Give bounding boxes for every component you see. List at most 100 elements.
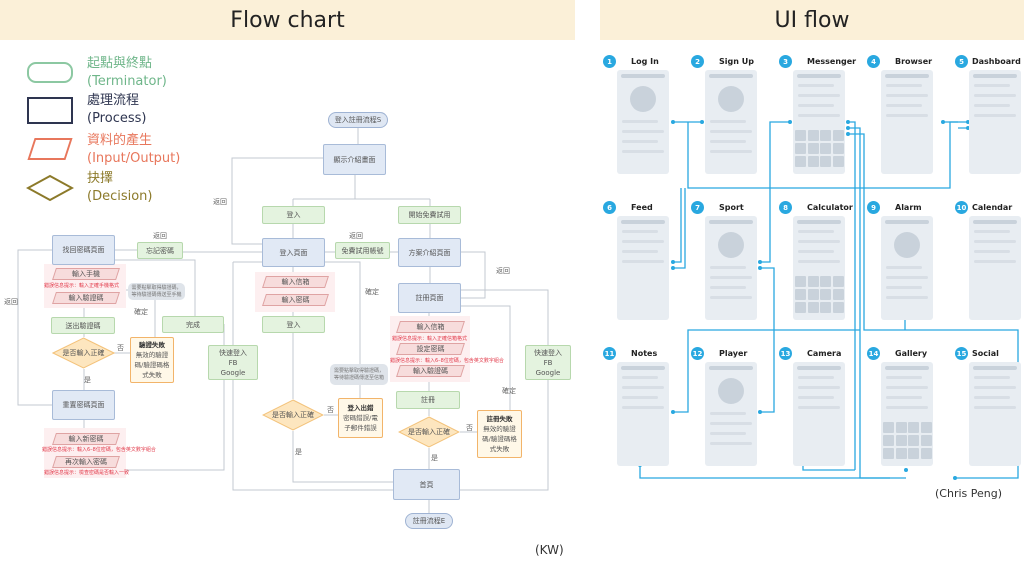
flow-node-text: 輸入驗證碼 [68, 294, 104, 302]
screen-number-badge: 3 [779, 55, 792, 68]
flow-node-in-email2: 輸入信箱 [396, 321, 465, 333]
screen-wireframe-alarm[interactable] [881, 216, 933, 320]
flow-node-send-code: 送出驗證碼 [51, 317, 115, 334]
flow-node-reset-page: 重置密碼頁面 [52, 390, 115, 420]
flow-node-err-setpw: 錯誤信息提示：輸入6–8位密碼，包含英文數字組合 [390, 358, 520, 364]
flow-node-text: 註冊流程E [412, 517, 446, 525]
flow-node-text: 需要點擊取得驗證碼， 等待驗證碼傳送至手機 [131, 284, 182, 298]
flow-node-in-phone: 輸入手機 [52, 268, 120, 280]
screen-number-badge: 6 [603, 201, 616, 214]
edge-label-back-forgot: 返回 [153, 232, 167, 240]
screen-number-badge: 10 [955, 201, 968, 214]
screen-wireframe-feed[interactable] [617, 216, 669, 320]
screen-label: Gallery [895, 349, 928, 358]
edge-label-back-plan: 返回 [496, 267, 510, 275]
flow-node-text: 找回密碼頁面 [62, 246, 105, 254]
screen-label: Social [972, 349, 999, 358]
screen-label: Log In [631, 57, 659, 66]
flow-node-text: 錯誤信息提示：輸入6–8位密碼，包含英文數字組合 [390, 358, 504, 364]
screen-wireframe-dashboard[interactable] [969, 70, 1021, 174]
flow-node-trial-account: 免費試用帳號 [335, 242, 390, 259]
flow-node-login-page: 登入頁面 [262, 238, 325, 267]
screen-number-badge: 4 [867, 55, 880, 68]
flow-node-text: 輸入新密碼 [68, 435, 104, 443]
screen-wireframe-browser[interactable] [881, 70, 933, 174]
screen-wireframe-messenger[interactable] [793, 70, 845, 174]
flow-node-text: 方案介紹頁面 [408, 248, 451, 257]
flow-node-text: 註冊頁面 [415, 294, 444, 302]
screen-number-badge: 1 [603, 55, 616, 68]
flow-node-dec2: 是否輸入正確 [262, 399, 324, 431]
screen-label: Calculator [807, 203, 853, 212]
screen-number-badge: 5 [955, 55, 968, 68]
flow-node-forgot-pw: 忘記密碼 [137, 242, 183, 259]
screen-wireframe-social[interactable] [969, 362, 1021, 466]
screen-wireframe-sport[interactable] [705, 216, 757, 320]
flow-node-in-code2: 輸入驗證碼 [396, 365, 465, 377]
legend-io-text: 資料的產生(Input/Output) [87, 133, 181, 166]
fail-detail: 密碼錯誤/電 子郵件錯誤 [343, 414, 378, 432]
screen-number-badge: 8 [779, 201, 792, 214]
flow-node-text: 輸入信箱 [416, 323, 445, 331]
screen-wireframe-notes[interactable] [617, 362, 669, 466]
flow-node-text: 忘記密碼 [146, 246, 174, 255]
edge-label-ok2: 確定 [365, 288, 379, 296]
flow-node-text: 註冊 [421, 396, 435, 404]
flow-node-text: 免費試用帳號 [341, 246, 384, 255]
screen-wireframe-camera[interactable] [793, 362, 845, 466]
edge-label-back-left: 返回 [4, 298, 18, 306]
flow-node-intro: 顯示介紹畫面 [323, 144, 386, 175]
flow-node-quick-right: 快速登入 FB Google [525, 345, 571, 380]
screen-wireframe-gallery[interactable] [881, 362, 933, 466]
flow-node-in-code1: 輸入驗證碼 [52, 292, 120, 304]
screen-wireframe-calculator[interactable] [793, 216, 845, 320]
edge-label-back-trial: 返回 [349, 232, 363, 240]
screen-wireframe-player[interactable] [705, 362, 757, 466]
flow-node-text: 錯誤信息提示：檢查密碼是否輸入一致 [44, 470, 130, 476]
screen-number-badge: 9 [867, 201, 880, 214]
flow-node-done: 完成 [162, 316, 224, 333]
legend-decision-text: 抉擇(Decision) [87, 171, 153, 204]
flow-node-text: 登入 [286, 211, 301, 219]
flow-node-text: 再次輸入密碼 [65, 458, 107, 466]
edge-label-ok3: 確定 [502, 387, 516, 395]
flow-node-start: 登入註冊流程S [328, 112, 388, 128]
flow-node-err-newpw: 錯誤信息提示：輸入6–8位密碼，包含英文數字組合 [42, 447, 172, 453]
flow-node-dec1: 是否輸入正確 [52, 337, 115, 369]
flowchart-title: Flow chart [230, 7, 345, 33]
edge-label-yes3: 是 [431, 454, 438, 462]
fail-detail: 無效的驗證 碼/驗證碼格 式失敗 [134, 351, 170, 379]
flow-node-text: 首頁 [419, 480, 434, 489]
flow-node-text: 快速登入 FB Google [219, 348, 247, 377]
flow-node-quick-left: 快速登入 FB Google [208, 345, 258, 380]
flow-node-text: 錯誤信息提示：輸入正確信箱格式 [392, 336, 468, 342]
flow-node-in-email1: 輸入信箱 [262, 276, 329, 288]
screen-wireframe-calendar[interactable] [969, 216, 1021, 320]
screen-number-badge: 15 [955, 347, 968, 360]
screen-wireframe-sign-up[interactable] [705, 70, 757, 174]
screen-number-badge: 11 [603, 347, 616, 360]
screen-wireframe-log-in[interactable] [617, 70, 669, 174]
flow-node-set-pw: 設定密碼 [396, 343, 465, 355]
flow-node-btn-login2: 登入 [262, 316, 325, 333]
flow-node-in-repw: 再次輸入密碼 [52, 456, 120, 468]
fail-title: 註冊失敗 [486, 415, 513, 423]
legend-terminator-shape [27, 62, 73, 83]
flow-node-home: 首頁 [393, 469, 460, 500]
flow-node-text: 登入 [286, 320, 301, 329]
flow-node-in-pw1: 輸入密碼 [262, 294, 329, 306]
screen-label: Sign Up [719, 57, 754, 66]
ui-flow-title-banner: UI flow [600, 0, 1024, 40]
flow-node-text: 送出驗證碼 [65, 321, 101, 330]
edge-label-no1: 否 [117, 344, 124, 352]
flow-node-text: 錯誤信息提示：輸入6–8位密碼，包含英文數字組合 [42, 447, 156, 453]
flow-node-fail-verify: 驗證失敗無效的驗證 碼/驗證碼格 式失敗 [130, 337, 174, 383]
screen-label: Notes [631, 349, 658, 358]
screen-label: Feed [631, 203, 653, 212]
flow-node-text: 登入註冊流程S [334, 116, 382, 124]
screen-number-badge: 12 [691, 347, 704, 360]
screen-number-badge: 14 [867, 347, 880, 360]
flow-node-note-mail: 需要點擊取得驗證碼， 等待驗證碼傳送至信箱 [330, 364, 388, 385]
screen-number-badge: 13 [779, 347, 792, 360]
flow-node-end: 註冊流程E [405, 513, 453, 529]
